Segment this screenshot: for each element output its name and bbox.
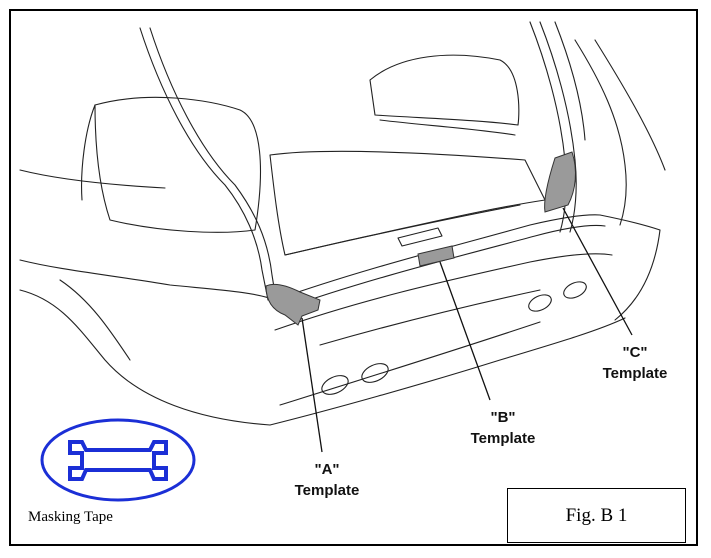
template-b-shape — [417, 245, 455, 267]
callout-c-letter: "C" — [622, 344, 648, 361]
leader-a — [301, 317, 323, 453]
left-seatback — [94, 96, 261, 233]
leader-c — [562, 207, 633, 336]
callout-a-letter: "A" — [314, 461, 340, 478]
figure-label: Fig. B 1 — [565, 504, 628, 526]
latch — [397, 227, 443, 247]
left-quarter — [19, 259, 276, 301]
right-seatback — [369, 54, 520, 126]
template-a-shape — [265, 283, 321, 326]
callout-b: "B" Template — [448, 407, 558, 449]
callout-a: "A" Template — [282, 459, 372, 501]
exhaust-left-1 — [321, 375, 349, 395]
lower-valance — [269, 317, 626, 426]
figure-label-box: Fig. B 1 — [507, 488, 686, 543]
callout-c: "C" Template — [580, 342, 690, 384]
callout-b-word: Template — [470, 430, 536, 447]
bumper-top — [274, 214, 601, 301]
exhaust-right-2 — [563, 281, 587, 299]
legend-label: Masking Tape — [28, 509, 113, 525]
right-taillight — [574, 39, 627, 226]
exhaust-right-1 — [528, 294, 552, 312]
callout-a-word: Template — [294, 482, 360, 499]
callout-c-word: Template — [602, 365, 668, 382]
hatch-left-edge — [139, 27, 269, 301]
leader-b — [439, 261, 491, 401]
template-c-shape — [544, 151, 576, 213]
exhaust-left-2 — [361, 363, 389, 383]
masking-tape-icon — [40, 418, 196, 502]
callout-b-letter: "B" — [490, 409, 516, 426]
cargo-floor — [269, 150, 546, 256]
